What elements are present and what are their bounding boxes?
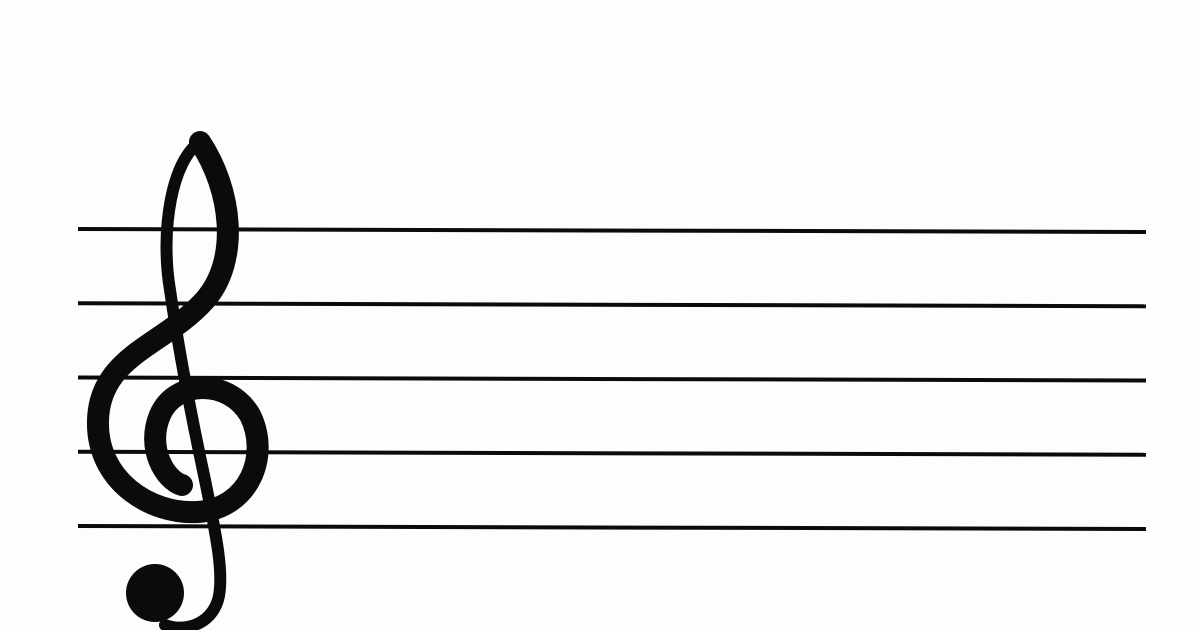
staff-line-1 (77, 227, 1147, 234)
clef-upper-thin (160, 136, 211, 486)
staff-line-4 (77, 449, 1147, 457)
staff-line-3 (77, 375, 1147, 383)
clef-ball (126, 564, 184, 622)
clef-stem (159, 474, 227, 630)
clef-upper-loop (86, 131, 269, 524)
staff-line-5 (77, 524, 1147, 531)
treble-clef-icon (86, 131, 269, 630)
staff-line-2 (77, 301, 1147, 309)
